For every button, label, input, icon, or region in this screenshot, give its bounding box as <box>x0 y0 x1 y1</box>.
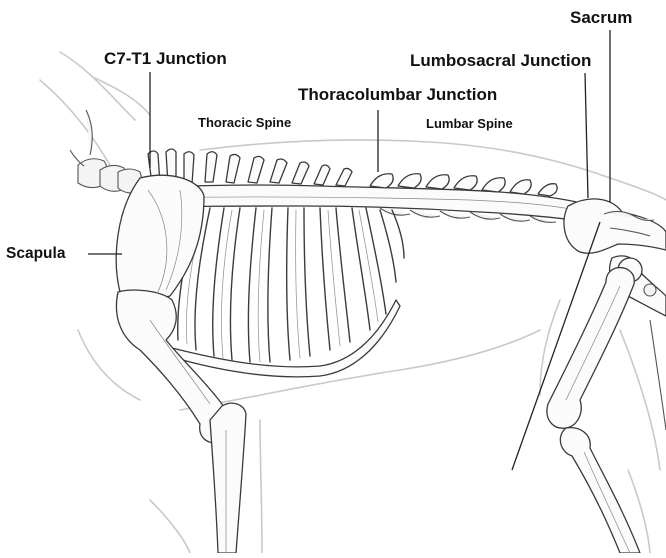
vertebral-column <box>140 149 590 222</box>
label-thoracic-spine: Thoracic Spine <box>198 116 291 129</box>
label-lumbar-spine: Lumbar Spine <box>426 117 513 130</box>
leader-lumbosacral <box>585 73 588 198</box>
rib-cage <box>168 208 404 377</box>
forelimb <box>116 290 246 553</box>
label-scapula: Scapula <box>6 246 65 262</box>
label-thoracolumbar-junction: Thoracolumbar Junction <box>298 86 497 103</box>
label-lumbosacral-junction: Lumbosacral Junction <box>410 52 591 69</box>
scapula-bone <box>116 175 204 298</box>
label-c7-t1-junction: C7-T1 Junction <box>104 50 227 67</box>
label-sacrum: Sacrum <box>570 9 632 26</box>
